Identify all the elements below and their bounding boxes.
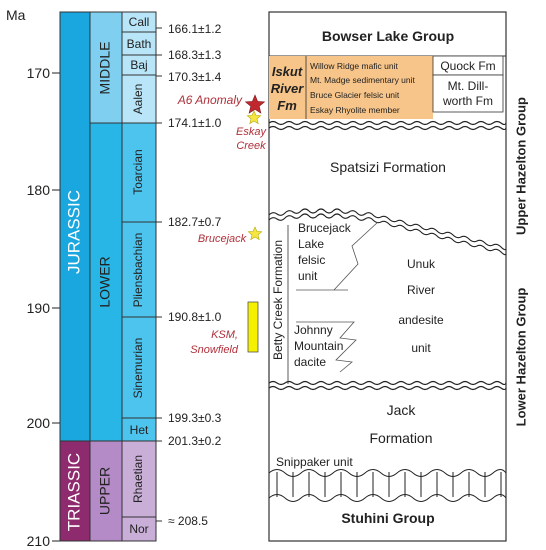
bowser-lake-group-label: Bowser Lake Group bbox=[322, 28, 454, 44]
age-labels: 166.1±1.2 168.3±1.3 170.3±1.4 174.1±1.0 … bbox=[156, 22, 222, 528]
stuhini-group-label: Stuhini Group bbox=[341, 510, 434, 526]
epoch-column: MIDDLE LOWER UPPER bbox=[90, 12, 122, 541]
brucejack-felsic-line2: Lake bbox=[298, 237, 324, 251]
a6-anomaly-star-icon bbox=[244, 94, 266, 114]
period-triassic-label: TRIASSIC bbox=[64, 453, 83, 531]
period-jurassic-box bbox=[60, 12, 90, 441]
iskut-river-box bbox=[269, 56, 433, 119]
brucejack-felsic-line1: Brucejack bbox=[298, 221, 352, 235]
age-199-3: 199.3±0.3 bbox=[168, 411, 222, 425]
iskut-member-bruce-glacier: Bruce Glacier felsic unit bbox=[310, 90, 400, 100]
jack-line2: Formation bbox=[369, 430, 432, 446]
eskay-label-line2: Creek bbox=[236, 140, 266, 152]
brucejack-label: Brucejack bbox=[198, 233, 247, 245]
epoch-lower-box bbox=[90, 123, 122, 441]
lower-hazelton-label: Lower Hazelton Group bbox=[513, 288, 528, 427]
iskut-member-willow-ridge: Willow Ridge mafic unit bbox=[310, 61, 398, 71]
age-174-1: 174.1±1.0 bbox=[168, 116, 222, 130]
eskay-creek-star-icon bbox=[246, 110, 262, 125]
brucejack-star-icon bbox=[247, 226, 263, 241]
spatsizi-formation-label: Spatsizi Formation bbox=[330, 159, 446, 175]
age-170-3: 170.3±1.4 bbox=[168, 70, 222, 84]
stage-sinemurian: Sinemurian bbox=[131, 338, 145, 399]
iskut-label-line2: River bbox=[271, 81, 304, 96]
eskay-label-line1: Eskay bbox=[236, 126, 267, 138]
unuk-line4: unit bbox=[411, 341, 431, 355]
age-tick-200: 200 bbox=[27, 415, 51, 431]
age-unit-label: Ma bbox=[6, 7, 26, 23]
stage-rhaetian: Rhaetian bbox=[131, 455, 145, 503]
stage-hettangian: Het bbox=[130, 423, 149, 437]
strat-panel: Bowser Lake Group Iskut River Fm Willow … bbox=[268, 11, 507, 542]
age-tick-170: 170 bbox=[27, 65, 51, 81]
age-tick-210: 210 bbox=[27, 533, 51, 549]
age-168-3: 168.3±1.3 bbox=[168, 48, 222, 62]
deposit-markers: A6 Anomaly Eskay Creek Brucejack KSM, Sn… bbox=[177, 93, 268, 356]
age-axis: 170 180 190 200 210 bbox=[27, 65, 60, 549]
unuk-line3: andesite bbox=[398, 313, 444, 327]
stage-pliensbachian: Pliensbachian bbox=[131, 233, 145, 308]
stage-callovian: Call bbox=[129, 15, 150, 29]
stage-bajocian: Baj bbox=[130, 58, 147, 72]
ksm-label-line2: Snowfield bbox=[190, 344, 239, 356]
upper-hazelton-label: Upper Hazelton Group bbox=[513, 97, 528, 235]
brucejack-felsic-line3: felsic bbox=[298, 253, 325, 267]
jack-line1: Jack bbox=[387, 402, 417, 418]
period-triassic-box bbox=[60, 441, 90, 541]
age-208-5: ≈ 208.5 bbox=[168, 514, 208, 528]
stage-aalenian: Aalen bbox=[131, 84, 145, 115]
ksm-snowfield-bar bbox=[247, 301, 259, 353]
unuk-line1: Unuk bbox=[407, 257, 436, 271]
age-tick-190: 190 bbox=[27, 300, 51, 316]
dillworth-label-line1: Mt. Dill- bbox=[448, 79, 489, 93]
iskut-member-eskay-rhyolite: Eskay Rhyolite member bbox=[310, 105, 400, 115]
iskut-label-line1: Iskut bbox=[272, 64, 303, 79]
johnny-mountain-line3: dacite bbox=[294, 355, 326, 369]
period-jurassic-label: JURASSIC bbox=[64, 190, 83, 274]
stage-column: Call Bath Baj Aalen Toarcian Pliensbachi… bbox=[122, 12, 156, 541]
period-column: JURASSIC TRIASSIC bbox=[60, 12, 90, 541]
betty-creek-label: Betty Creek Formation bbox=[271, 240, 285, 360]
ksm-label-line1: KSM, bbox=[211, 329, 238, 341]
quock-fm-label: Quock Fm bbox=[440, 59, 495, 73]
age-166-1: 166.1±1.2 bbox=[168, 22, 222, 36]
stage-toarcian: Toarcian bbox=[131, 149, 145, 194]
stage-norian: Nor bbox=[129, 522, 148, 536]
epoch-middle-box bbox=[90, 12, 122, 123]
age-182-7: 182.7±0.7 bbox=[168, 215, 222, 229]
epoch-middle-label: MIDDLE bbox=[97, 42, 113, 95]
epoch-lower-label: LOWER bbox=[97, 256, 113, 307]
johnny-mountain-line2: Mountain bbox=[294, 339, 343, 353]
epoch-upper-label: UPPER bbox=[97, 467, 113, 515]
dillworth-label-line2: worth Fm bbox=[442, 94, 493, 108]
johnny-mountain-line1: Johnny bbox=[294, 323, 333, 337]
age-201-3: 201.3±0.2 bbox=[168, 434, 222, 448]
iskut-member-mt-madge: Mt. Madge sedimentary unit bbox=[310, 75, 416, 85]
age-tick-180: 180 bbox=[27, 182, 51, 198]
brucejack-felsic-line4: unit bbox=[298, 269, 318, 283]
snippaker-label: Snippaker unit bbox=[276, 455, 353, 469]
age-190-8: 190.8±1.0 bbox=[168, 310, 222, 324]
iskut-label-line3: Fm bbox=[277, 98, 297, 113]
unuk-line2: River bbox=[407, 283, 435, 297]
a6-anomaly-label: A6 Anomaly bbox=[177, 93, 243, 107]
stage-bathonian: Bath bbox=[127, 37, 152, 51]
epoch-upper-box bbox=[90, 441, 122, 541]
